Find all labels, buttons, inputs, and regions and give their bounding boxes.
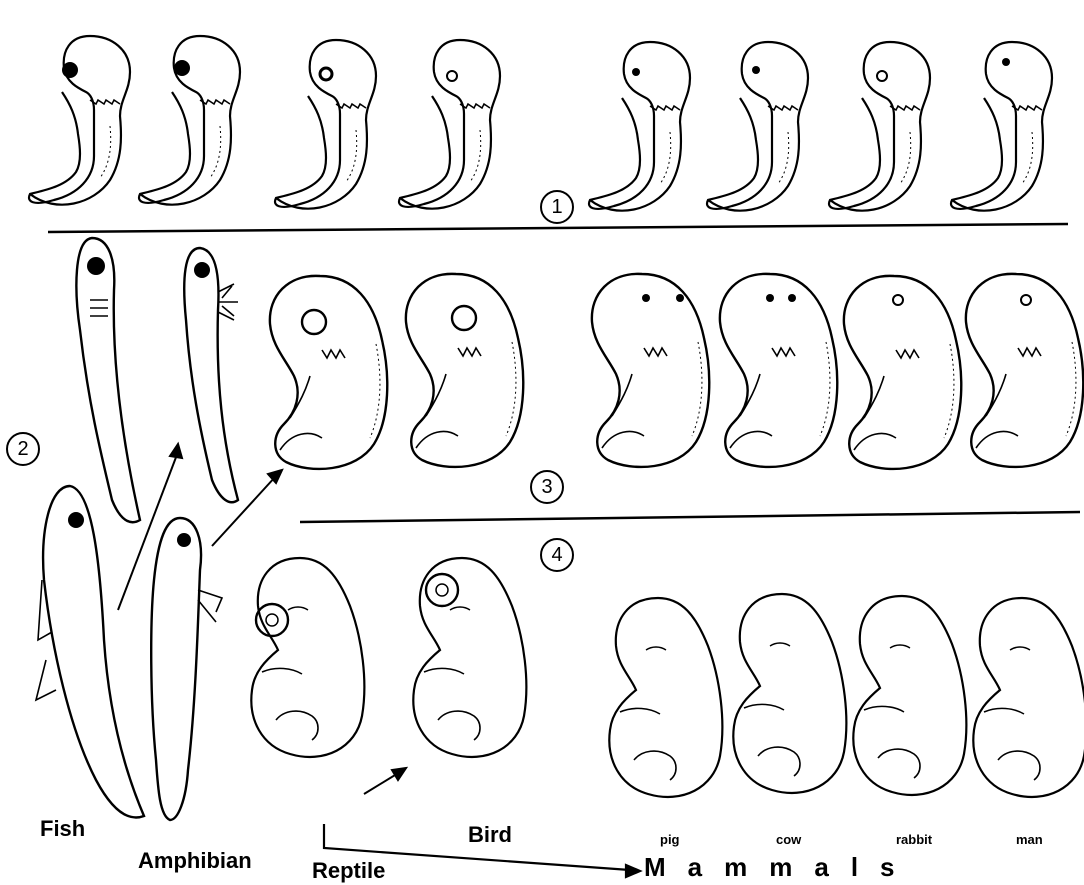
stage-number-4: 4 <box>540 538 574 572</box>
fish-larva <box>76 238 140 522</box>
label-rabbit: rabbit <box>896 832 932 847</box>
divider-line-2 <box>300 512 1080 522</box>
label-reptile: Reptile <box>312 858 385 884</box>
row3-embryo-reptile <box>270 276 387 469</box>
row1-embryo-cow <box>707 42 808 211</box>
label-fish: Fish <box>40 816 85 842</box>
label-pig: pig <box>660 832 680 847</box>
arrow-fish-to-larva <box>118 444 182 610</box>
row3-embryo-bird <box>406 274 523 467</box>
row1-embryo-pig <box>589 42 690 211</box>
rabbit-fetus <box>853 596 966 795</box>
label-bird: Bird <box>468 822 512 848</box>
tadpole <box>184 248 238 502</box>
label-cow: cow <box>776 832 801 847</box>
row3-embryo-man <box>966 274 1083 467</box>
young-amphibian <box>151 518 222 820</box>
row3-embryo-cow <box>720 274 837 467</box>
reptile-embryo <box>251 558 364 757</box>
row1-embryo-rabbit <box>829 42 930 211</box>
pig-fetus <box>609 598 722 797</box>
stage-number-1: 1 <box>540 190 574 224</box>
row1-embryo-bird <box>399 40 500 209</box>
bird-embryo <box>413 558 526 757</box>
arrow-reptile-to-bird <box>364 768 406 794</box>
row1-embryo-reptile <box>275 40 376 209</box>
row3-embryo-rabbit <box>844 276 961 469</box>
row1-embryo-man <box>951 42 1052 211</box>
man-fetus <box>973 598 1084 797</box>
row3-embryo-pig <box>592 274 709 467</box>
arrow-amphibian-to-embryo <box>212 470 282 546</box>
stage-number-2: 2 <box>6 432 40 466</box>
label-amphibian: Amphibian <box>138 848 252 874</box>
stage-number-3: 3 <box>530 470 564 504</box>
divider-line-1 <box>48 224 1068 232</box>
label-mammals: Mammals <box>644 852 917 883</box>
row1-embryo-amphibian <box>139 36 240 205</box>
cow-fetus <box>733 594 846 793</box>
label-man: man <box>1016 832 1043 847</box>
row1-embryo-fish <box>29 36 130 205</box>
adult-fish <box>36 486 144 818</box>
